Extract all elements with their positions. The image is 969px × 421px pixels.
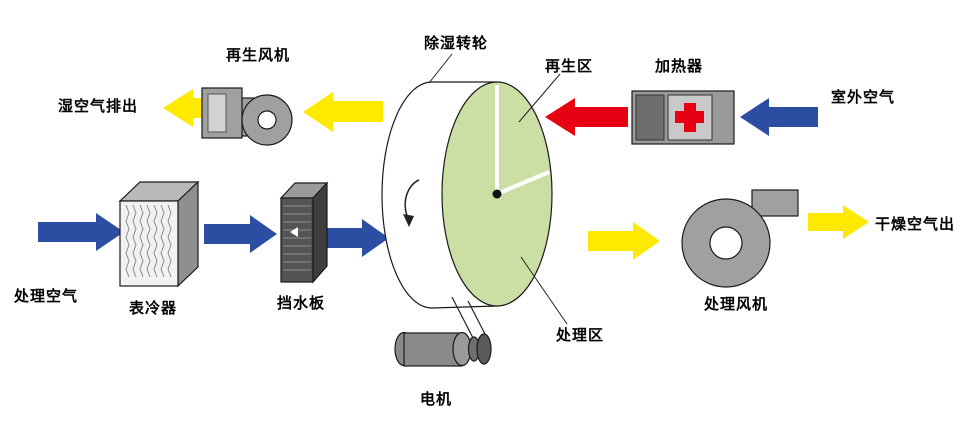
heater-to-wheel-arrow bbox=[545, 98, 628, 136]
regen-zone-pointer-line bbox=[518, 73, 561, 123]
regen-fan-label: 再生风机 bbox=[226, 47, 291, 64]
regen-zone-label: 再生区 bbox=[545, 58, 594, 75]
motor-shape bbox=[394, 296, 492, 367]
surface-cooler-label: 表冷器 bbox=[129, 300, 178, 317]
outdoor-air-label: 室外空气 bbox=[831, 89, 896, 106]
wheel-pointer-line bbox=[428, 53, 453, 84]
cooler-coil-hatch bbox=[125, 204, 172, 278]
regen-fan-hub bbox=[257, 110, 277, 130]
baffle-marker-icon bbox=[290, 227, 298, 237]
process-air-in-arrow bbox=[38, 213, 124, 251]
belt-line-left bbox=[451, 296, 474, 339]
wheel-label: 除湿转轮 bbox=[424, 35, 489, 52]
water-baffle-shape bbox=[279, 181, 329, 284]
motor-label: 电机 bbox=[420, 391, 453, 408]
cooler-to-baffle-arrow bbox=[204, 215, 277, 253]
belt-line-right bbox=[467, 300, 487, 337]
outdoor-air-arrow bbox=[740, 98, 818, 136]
heater-shape bbox=[631, 90, 735, 145]
process-air-label: 处理空气 bbox=[14, 288, 79, 305]
rotation-arrow-icon bbox=[403, 179, 420, 227]
process-fan-shape bbox=[681, 189, 799, 288]
regen-fan-shape bbox=[201, 87, 293, 146]
wheel-to-regenfan-arrow bbox=[303, 92, 383, 132]
wheel-to-processfan-arrow bbox=[588, 222, 660, 260]
process-fan-hub bbox=[709, 226, 743, 260]
baffle-louvers bbox=[283, 205, 311, 271]
regen-zone-divider-radial bbox=[496, 170, 550, 196]
heater-plus-icon bbox=[675, 103, 704, 132]
dry-air-out-label: 干燥空气出 bbox=[875, 216, 956, 233]
process-fan-label: 处理风机 bbox=[704, 296, 769, 313]
process-zone-label: 处理区 bbox=[556, 327, 605, 344]
baffle-to-wheel-arrow bbox=[318, 219, 389, 257]
wheel-hub-dot bbox=[492, 189, 502, 199]
motor-pulley-large bbox=[476, 333, 492, 365]
process-zone-pointer-line bbox=[520, 256, 568, 325]
dry-air-out-arrow bbox=[808, 205, 869, 239]
wet-air-out-label: 湿空气排出 bbox=[58, 98, 139, 115]
surface-cooler-shape bbox=[118, 180, 200, 288]
water-baffle-label: 挡水板 bbox=[277, 295, 326, 312]
heater-label: 加热器 bbox=[655, 58, 704, 75]
desiccant-wheel-shape bbox=[381, 81, 553, 309]
